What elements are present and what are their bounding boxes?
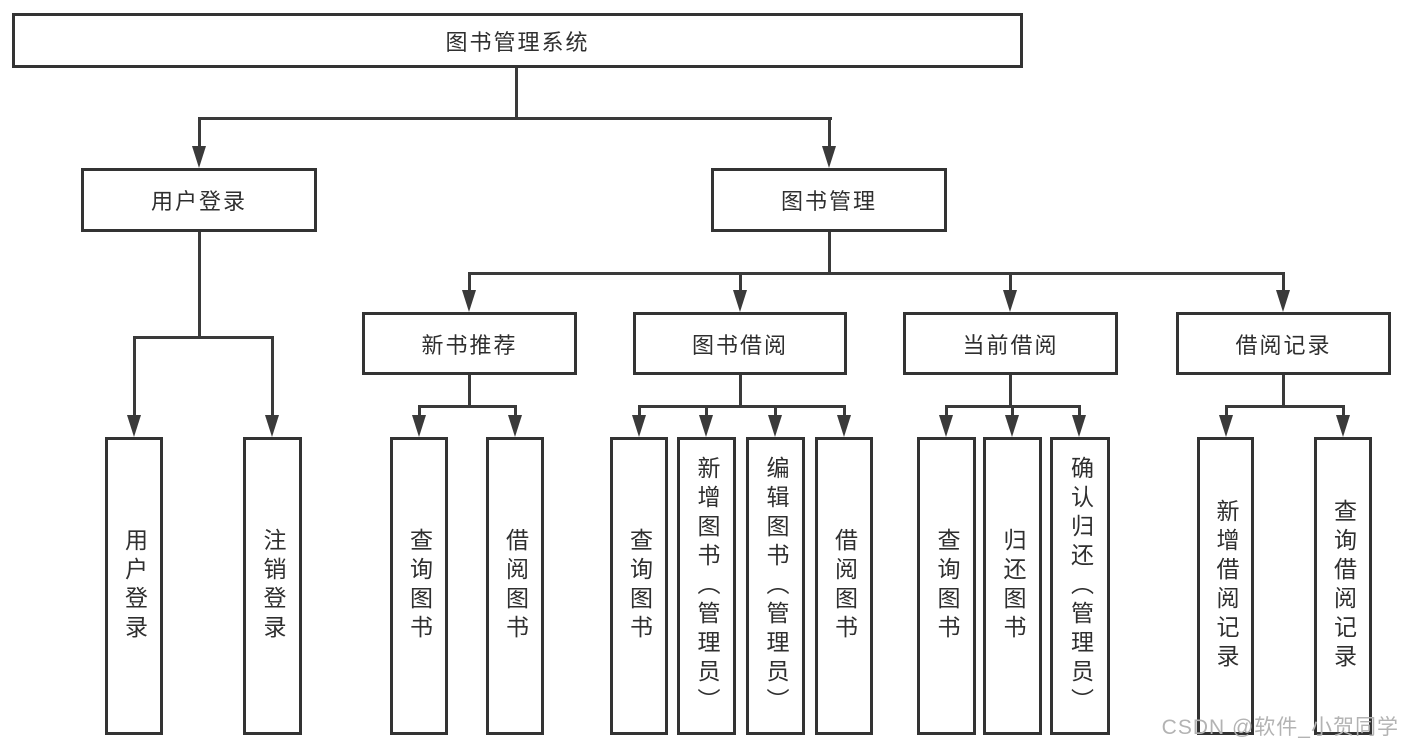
connector-vline [1225, 405, 1228, 419]
node-borrowing-records: 借阅记录 [1176, 312, 1391, 375]
arrow-down-icon [192, 146, 206, 168]
leaf-query-books-borrowing: 查询图书 [610, 437, 668, 735]
leaf-borrow-books-recommend: 借阅图书 [486, 437, 544, 735]
connector-vline [1078, 405, 1081, 419]
leaf-user-login: 用户登录 [105, 437, 163, 735]
leaf-add-borrow-record: 新增借阅记录 [1197, 437, 1254, 735]
connector-vline [271, 336, 274, 417]
connector-vline [1011, 405, 1014, 419]
connector-vline [1009, 272, 1012, 292]
arrow-down-icon [462, 290, 476, 312]
arrow-down-icon [508, 415, 522, 437]
leaf-confirm-return-admin-label: 确认归还（管理员） [1067, 455, 1094, 717]
connector-vline [514, 405, 517, 419]
connector-hline [638, 405, 845, 408]
arrow-down-icon [1072, 415, 1086, 437]
leaf-borrow-books-borrowing: 借阅图书 [815, 437, 873, 735]
connector-vline [638, 405, 641, 419]
connector-vline [468, 272, 471, 292]
arrow-down-icon [822, 146, 836, 168]
connector-vline [1282, 272, 1285, 292]
connector-vline [133, 336, 136, 417]
leaf-return-books: 归还图书 [983, 437, 1042, 735]
leaf-edit-book-admin: 编辑图书（管理员） [746, 437, 805, 735]
leaf-logout-label: 注销登录 [260, 528, 286, 644]
leaf-query-books-current: 查询图书 [917, 437, 976, 735]
node-user-login: 用户登录 [81, 168, 317, 232]
connector-hline [133, 336, 274, 339]
node-root-label: 图书管理系统 [445, 29, 590, 55]
leaf-borrow-books-borrowing-label: 借阅图书 [831, 528, 858, 644]
connector-vline [774, 405, 777, 419]
node-current-borrowing: 当前借阅 [903, 312, 1118, 375]
node-book-management-label: 图书管理 [780, 189, 877, 214]
node-new-book-recommend-label: 新书推荐 [421, 332, 518, 358]
arrow-down-icon [699, 415, 713, 437]
leaf-query-borrow-record-label: 查询借阅记录 [1330, 499, 1357, 673]
connector-hline [1225, 405, 1344, 408]
leaf-edit-book-admin-label: 编辑图书（管理员） [763, 455, 789, 717]
connector-vline [739, 272, 742, 292]
connector-vline [1009, 375, 1012, 408]
connector-vline [1282, 375, 1285, 408]
node-book-borrowing-label: 图书借阅 [691, 332, 788, 358]
arrow-down-icon [632, 415, 646, 437]
leaf-borrow-books-recommend-label: 借阅图书 [502, 528, 529, 644]
connector-vline [198, 117, 201, 148]
connector-vline [418, 405, 421, 419]
connector-vline [515, 68, 518, 119]
connector-vline [739, 375, 742, 408]
leaf-add-book-admin-label: 新增图书（管理员） [694, 455, 720, 717]
connector-vline [468, 375, 471, 408]
leaf-query-books-recommend-label: 查询图书 [406, 528, 433, 644]
connector-hline [468, 272, 1285, 275]
leaf-query-books-current-label: 查询图书 [934, 528, 960, 644]
leaf-add-book-admin: 新增图书（管理员） [677, 437, 736, 735]
leaf-return-books-label: 归还图书 [1000, 528, 1026, 644]
arrow-down-icon [1005, 415, 1019, 437]
arrow-down-icon [1219, 415, 1233, 437]
arrow-down-icon [265, 415, 279, 437]
connector-vline [1342, 405, 1345, 419]
connector-vline [945, 405, 948, 419]
node-book-management: 图书管理 [711, 168, 947, 232]
leaf-query-books-recommend: 查询图书 [390, 437, 448, 735]
arrow-down-icon [939, 415, 953, 437]
node-root: 图书管理系统 [12, 13, 1023, 68]
arrow-down-icon [733, 290, 747, 312]
arrow-down-icon [412, 415, 426, 437]
arrow-down-icon [768, 415, 782, 437]
csdn-watermark: CSDN @软件_小贺同学 [1161, 716, 1399, 739]
node-book-borrowing: 图书借阅 [633, 312, 847, 375]
node-borrowing-records-label: 借阅记录 [1235, 332, 1332, 358]
connector-hline [198, 117, 832, 120]
node-user-login-label: 用户登录 [150, 189, 247, 214]
leaf-add-borrow-record-label: 新增借阅记录 [1213, 499, 1239, 673]
leaf-user-login-label: 用户登录 [121, 528, 148, 644]
arrow-down-icon [1003, 290, 1017, 312]
leaf-query-books-borrowing-label: 查询图书 [626, 528, 653, 644]
arrow-down-icon [1336, 415, 1350, 437]
node-current-borrowing-label: 当前借阅 [962, 332, 1059, 358]
connector-vline [828, 232, 831, 275]
leaf-logout: 注销登录 [243, 437, 302, 735]
connector-vline [198, 232, 201, 339]
arrow-down-icon [837, 415, 851, 437]
connector-hline [418, 405, 517, 408]
connector-vline [828, 117, 831, 148]
arrow-down-icon [1276, 290, 1290, 312]
node-new-book-recommend: 新书推荐 [362, 312, 577, 375]
connector-vline [843, 405, 846, 419]
leaf-query-borrow-record: 查询借阅记录 [1314, 437, 1372, 735]
arrow-down-icon [127, 415, 141, 437]
leaf-confirm-return-admin: 确认归还（管理员） [1050, 437, 1110, 735]
connector-vline [705, 405, 708, 419]
